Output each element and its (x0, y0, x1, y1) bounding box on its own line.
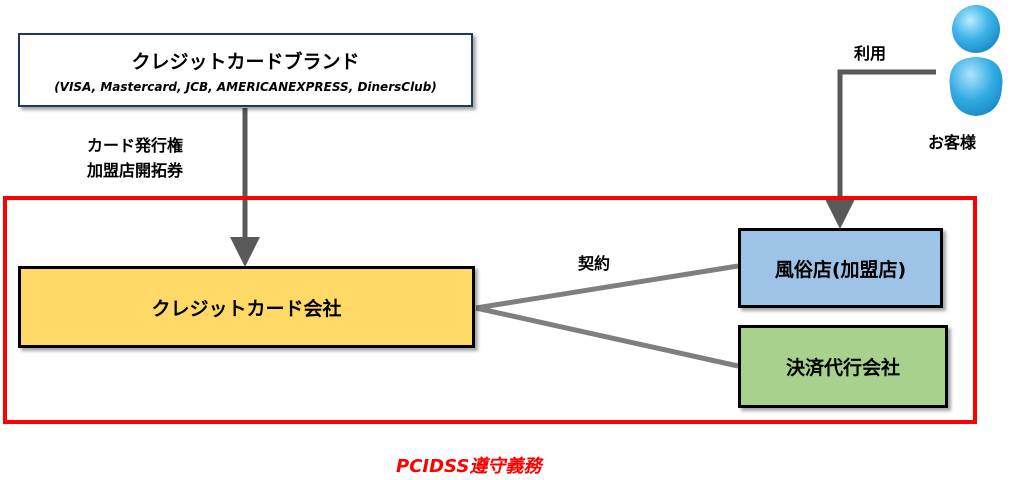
pci-dss-scope-frame (3, 196, 977, 424)
card-brand-box: クレジットカードブランド (VISA, Mastercard, JCB, AME… (18, 33, 473, 107)
merchant-box: 風俗店(加盟店) (738, 228, 943, 308)
merchant-label: 風俗店(加盟店) (774, 258, 907, 281)
payment-agent-label: 決済代行会社 (785, 357, 900, 379)
card-brand-subtitle: (VISA, Mastercard, JCB, AMERICANEXPRESS,… (54, 79, 437, 94)
company-to-merchant-line (475, 263, 739, 311)
customer-to-merchant-arrow (825, 69, 936, 229)
issuer-rights-label: カード発行権 加盟店開拓券 (60, 133, 210, 183)
issuer-rights-line2: 加盟店開拓券 (86, 161, 183, 180)
usage-label: 利用 (854, 44, 887, 63)
company-to-payment-line (475, 305, 739, 369)
card-brand-title: クレジットカードブランド (131, 50, 360, 73)
person-icon (949, 5, 1003, 116)
payment-agent-box: 決済代行会社 (738, 325, 948, 408)
issuer-rights-line1: カード発行権 (86, 136, 183, 155)
pci-dss-label: PCIDSS遵守義務 (396, 456, 542, 477)
credit-card-company-box: クレジットカード会社 (18, 266, 475, 348)
customer-label: お客様 (928, 133, 977, 152)
credit-card-company-label: クレジットカード会社 (151, 297, 342, 320)
contract-label: 契約 (578, 254, 611, 273)
